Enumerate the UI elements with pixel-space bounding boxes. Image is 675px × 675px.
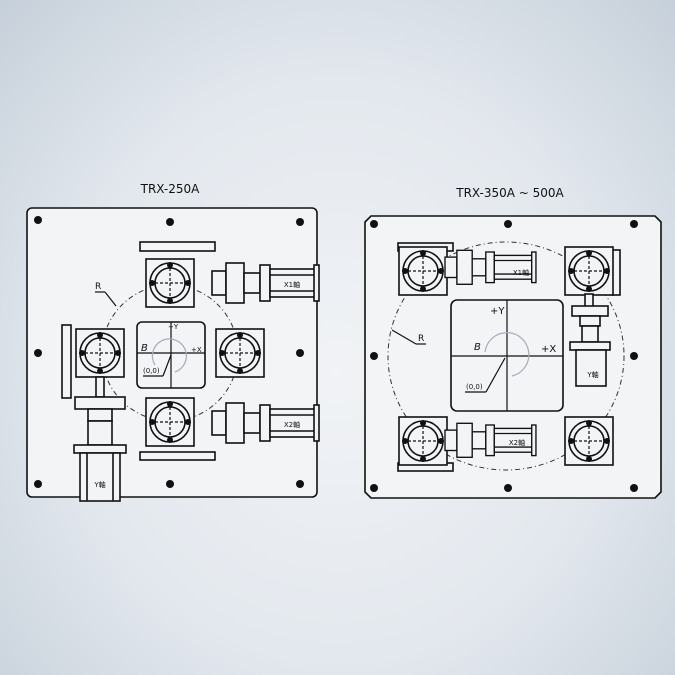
rotary-unit — [75, 328, 125, 378]
y-axis-label: Y軸 — [93, 480, 105, 489]
x1-axis-label: X1軸 — [513, 268, 529, 277]
x2-axis-actuator — [211, 402, 320, 444]
plus-y-label: +Y — [168, 323, 179, 331]
mounting-holes — [370, 220, 638, 492]
plus-y-label: +Y — [490, 306, 505, 317]
origin-label: (0,0) — [466, 383, 483, 391]
diagram-trx-350a-500a: TRX-350A ~ 500A +Y +X B (0,0) R X1軸 X2軸 — [364, 186, 662, 499]
diagram-title: TRX-350A ~ 500A — [455, 186, 564, 200]
x2-axis-label: X2軸 — [509, 438, 525, 447]
rotary-unit — [398, 416, 448, 466]
x1-axis-actuator — [444, 249, 537, 285]
origin-label: (0,0) — [143, 367, 160, 375]
diagram-title: TRX-250A — [140, 182, 201, 196]
y-axis-actuator — [73, 376, 127, 502]
side-bar — [61, 324, 72, 399]
x2-axis-label: X2軸 — [284, 420, 300, 429]
radius-label: R — [95, 282, 101, 292]
rotary-unit — [215, 328, 265, 378]
x1-axis-actuator — [211, 262, 320, 304]
radius-label: R — [418, 334, 424, 344]
rotary-unit — [398, 246, 448, 296]
angle-label: B — [474, 342, 481, 353]
rotary-unit — [145, 258, 195, 308]
y-axis-actuator — [569, 293, 611, 387]
x1-axis-label: X1軸 — [284, 280, 300, 289]
rotary-unit — [145, 397, 195, 447]
top-bar — [139, 241, 216, 252]
bottom-bar — [139, 451, 216, 461]
radius-circle — [387, 241, 625, 471]
mounting-holes — [34, 216, 304, 488]
angle-label: B — [141, 343, 148, 354]
y-axis-label: Y軸 — [586, 370, 598, 379]
rotary-unit — [564, 246, 614, 296]
rotary-unit — [564, 416, 614, 466]
diagram-trx-250a: TRX-250A +Y +X B (0,0) R X1軸 X2軸 — [26, 182, 320, 502]
plus-x-label: +X — [191, 346, 202, 354]
plus-x-label: +X — [541, 344, 556, 355]
